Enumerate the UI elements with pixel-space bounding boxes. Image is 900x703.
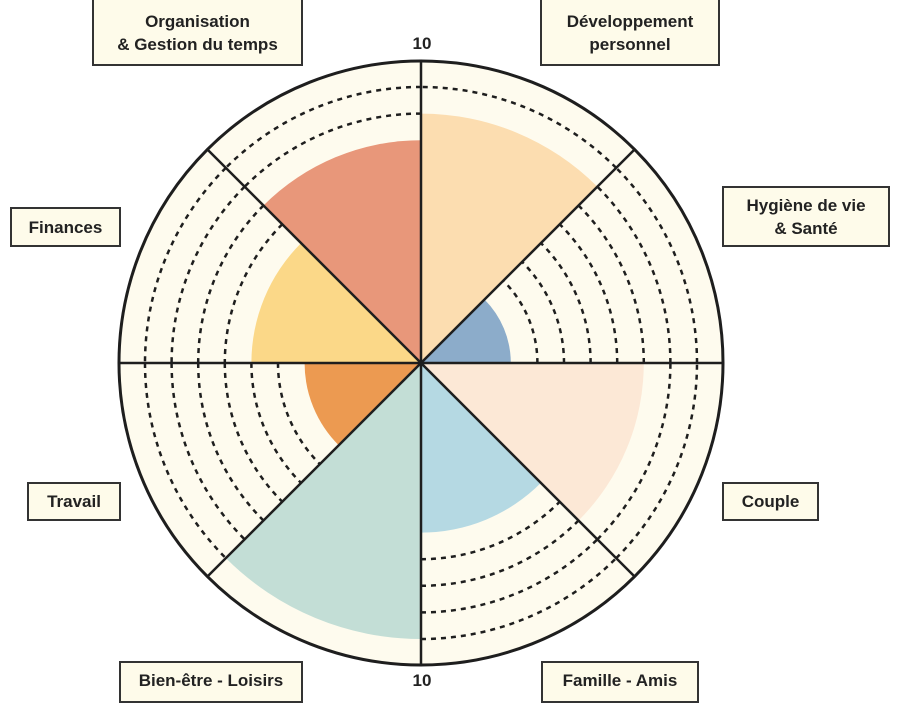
grid-ring: [596, 185, 672, 364]
wheel-rings: [143, 85, 699, 641]
grid-ring: [196, 362, 265, 522]
grid-ring: [577, 204, 646, 364]
wedge-3: [421, 363, 644, 521]
grid-ring: [170, 362, 246, 541]
label-hygiene-line2: & Santé: [774, 218, 838, 238]
scale-max-top-label: 10: [412, 34, 432, 53]
wedge-7: [251, 243, 421, 363]
wedge-1: [421, 113, 598, 363]
label-developpement: Développement personnel: [540, 0, 720, 66]
label-couple: Couple: [722, 482, 819, 521]
wedge-5: [225, 363, 421, 639]
wheel-outer-circle: [117, 59, 725, 667]
wedge-2: [421, 299, 511, 363]
grid-ring: [420, 519, 580, 588]
grid-ring: [521, 261, 566, 364]
label-organisation-line1: Organisation: [145, 12, 250, 31]
label-developpement-line1: Développement: [566, 12, 694, 31]
grid-ring: [502, 279, 539, 364]
label-famille-text: Famille - Amis: [562, 671, 678, 690]
grid-ring: [596, 362, 672, 541]
label-travail-text: Travail: [47, 492, 101, 511]
label-finances: Finances: [10, 207, 121, 247]
sector-divider: [206, 148, 636, 578]
label-organisation-line2: & Gestion du temps: [117, 35, 278, 54]
grid-ring: [196, 204, 265, 364]
label-travail: Travail: [27, 482, 121, 521]
label-bienetre-text: Bien-être - Loisirs: [138, 671, 284, 690]
grid-ring: [243, 112, 422, 188]
label-couple-text: Couple: [741, 492, 800, 511]
grid-ring: [276, 362, 321, 465]
scale-max-bottom-label: 10: [412, 671, 432, 690]
wheel-spokes: [119, 61, 723, 665]
grid-ring: [170, 185, 246, 364]
label-hygiene: Hygiène de vie & Santé: [722, 186, 890, 247]
wedge-6: [304, 363, 421, 446]
label-bienetre: Bien-être - Loisirs: [119, 661, 303, 703]
label-finances-text: Finances: [28, 217, 103, 237]
wedge-8: [263, 140, 421, 363]
grid-ring: [420, 538, 599, 614]
label-hygiene-line1: Hygiène de vie: [746, 195, 866, 215]
label-developpement-line2: personnel: [589, 35, 671, 54]
wedge-4: [421, 363, 541, 533]
label-famille: Famille - Amis: [541, 661, 699, 703]
label-organisation: Organisation & Gestion du temps: [92, 0, 303, 66]
